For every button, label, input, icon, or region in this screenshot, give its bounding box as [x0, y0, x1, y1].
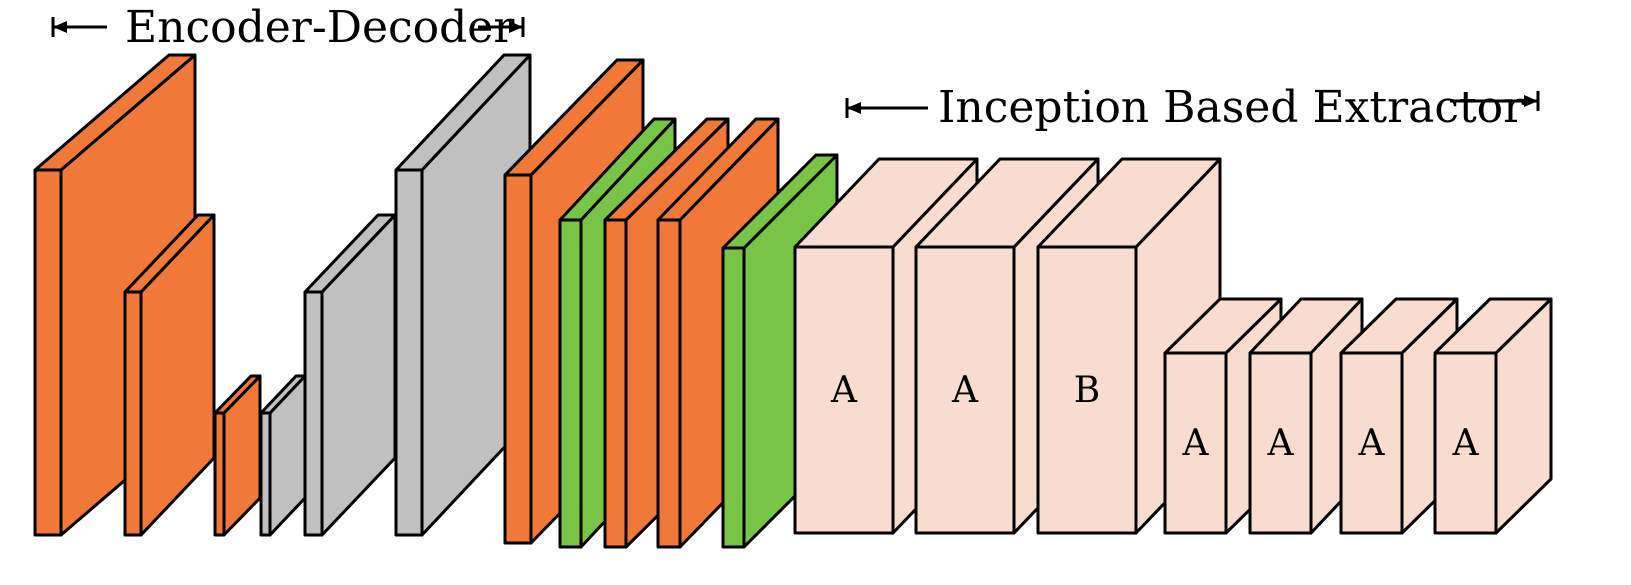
encoder-decoder-layer-1-front [33, 168, 63, 537]
encoder-decoder-layer-5 [303, 213, 397, 537]
encoder-decoder-layer-4-front [259, 411, 272, 537]
inception-block-5-label: A [1267, 423, 1295, 464]
encoder-decoder-layer-2-front [123, 290, 143, 537]
inception-block-6-label: A [1358, 423, 1386, 464]
encoder-decoder-layer-4 [259, 374, 307, 537]
inception-extractor-header: Inception Based Extractor [845, 82, 1540, 133]
inception-block-2-front [914, 245, 1016, 535]
transition-layer-3-front [603, 218, 628, 549]
inception-block-3-front [1036, 245, 1138, 535]
inception-arrowhead-left [847, 102, 861, 114]
inception-block-4-label: A [1182, 423, 1210, 464]
encoder-decoder-arrowhead-right [509, 21, 523, 33]
inception-block-5-front [1248, 351, 1313, 535]
inception-block-1-front [793, 245, 895, 535]
inception-block-7: A [1433, 297, 1553, 535]
encoder-decoder-layer-3-front [213, 411, 226, 537]
encoder-decoder-header: Encoder-Decoder [51, 2, 525, 53]
inception-block-1-label: A [830, 370, 858, 411]
encoder-decoder-layer-5-front [303, 290, 324, 537]
transition-layer-4-front [656, 218, 682, 549]
inception-block-2-label: A [951, 370, 979, 411]
encoder-decoder-layer-6-front [394, 168, 424, 537]
layer-stack: A A B A A A A [33, 53, 1553, 549]
inception-block-4-front [1163, 351, 1228, 535]
inception-extractor-label: Inception Based Extractor [938, 82, 1525, 133]
encoder-decoder-arrowhead-left [53, 21, 67, 33]
inception-block-7-label: A [1452, 423, 1480, 464]
transition-layer-2-front [558, 218, 583, 549]
inception-block-3-label: B [1074, 370, 1100, 411]
encoder-decoder-label: Encoder-Decoder [125, 2, 515, 53]
transition-layer-1-front [503, 173, 533, 545]
inception-block-7-front [1433, 351, 1498, 535]
inception-block-6-front [1339, 351, 1404, 535]
transition-layer-5-front [721, 246, 746, 549]
inception-arrowhead-right [1524, 95, 1538, 107]
encoder-decoder-layer-3 [213, 374, 262, 537]
